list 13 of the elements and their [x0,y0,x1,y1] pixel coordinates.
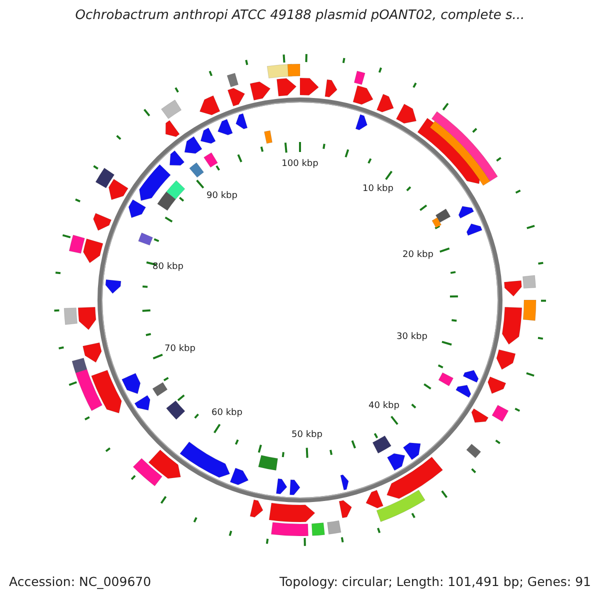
scale-label: 90 kbp [206,191,238,201]
scale-label: 20 kbp [402,250,434,260]
scale-label: 80 kbp [152,262,184,272]
scale-label: 40 kbp [368,401,400,411]
map-title: Ochrobactrum anthropi ATCC 49188 plasmid pOANT02, complete s... [74,8,526,23]
scale-label: 30 kbp [396,332,428,342]
footer-text: Topology: circular; Length: 101,491 bp; Genes: 91 [279,574,591,589]
scale-label: 10 kbp [362,184,394,194]
scale-label: 100 kbp [282,159,318,169]
footer-text: Accession: NC_009670 [9,574,152,589]
scale-label: 50 kbp [292,430,322,440]
scale-label: 70 kbp [164,344,196,354]
scale-label: 60 kbp [212,408,242,418]
